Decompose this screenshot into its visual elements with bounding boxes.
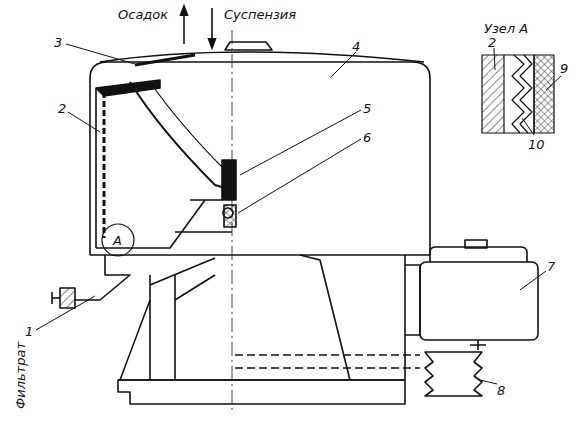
callout-number: 9 xyxy=(560,62,568,75)
suspension-arrow xyxy=(211,8,213,44)
sediment-arrow xyxy=(183,10,185,44)
flow-label: Осадок xyxy=(118,8,168,21)
detail-title: Узел А xyxy=(484,22,528,35)
callout-number: 3 xyxy=(54,36,62,49)
flow-label: Суспензия xyxy=(224,8,296,21)
callout-number: 2 xyxy=(488,36,496,49)
detail-marker: А xyxy=(113,234,122,247)
callout-number: 5 xyxy=(363,102,371,115)
callout-number: 1 xyxy=(25,325,33,338)
callout-number: 10 xyxy=(528,138,545,151)
callout-number: 4 xyxy=(352,40,360,53)
callout-number: 2 xyxy=(58,102,66,115)
housing xyxy=(90,62,430,255)
callout-number: 8 xyxy=(497,384,505,397)
motor xyxy=(420,262,538,340)
pulley xyxy=(425,352,482,396)
callout-number: 7 xyxy=(547,260,555,273)
flow-label: Фильтрат xyxy=(14,342,27,409)
callout-number: 6 xyxy=(363,131,371,144)
lid-dome xyxy=(100,52,424,62)
